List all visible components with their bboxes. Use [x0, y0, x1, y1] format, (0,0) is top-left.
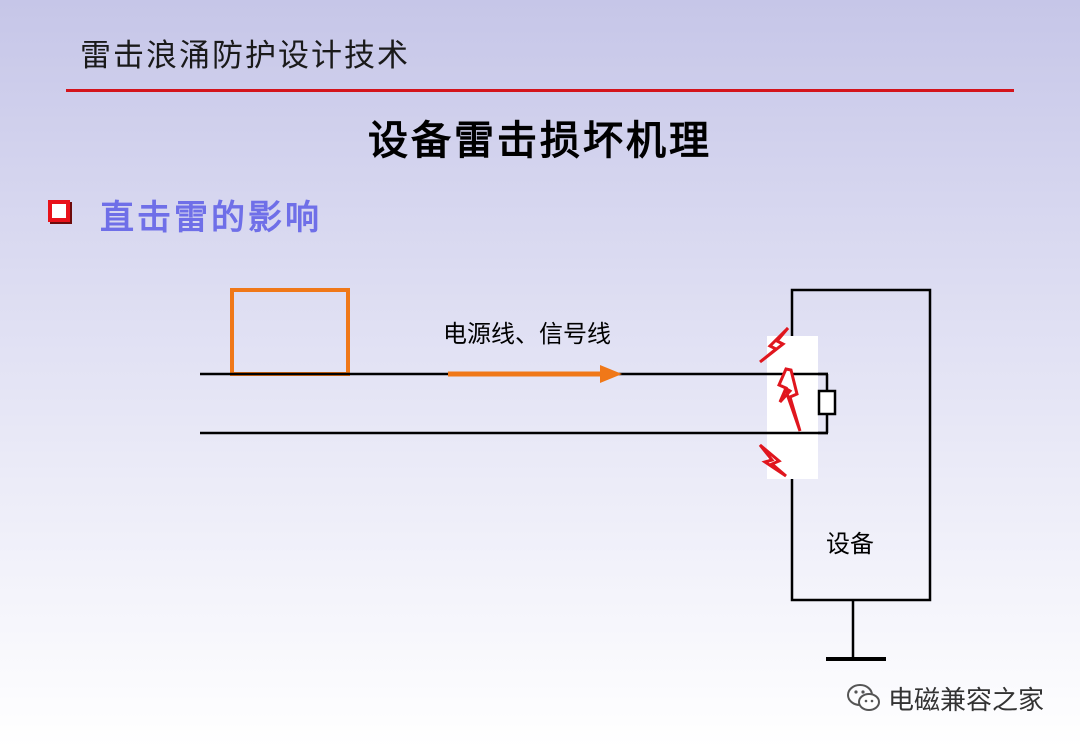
lightning-strike-box [230, 288, 350, 376]
power-signal-line-label: 电源线、信号线 [443, 320, 611, 348]
watermark: 电磁兼容之家 [844, 676, 1044, 720]
arrow-head-icon [600, 365, 622, 383]
header-title: 雷击浪涌防护设计技术 [80, 38, 410, 74]
checkbox-bullet-icon [48, 200, 70, 222]
watermark-text: 电磁兼容之家 [888, 685, 1045, 716]
section-heading: 直击雷的影响 [100, 198, 322, 238]
resistor-icon [817, 389, 837, 416]
wechat-icon [847, 684, 880, 711]
lightning-bolt-icon-3 [758, 443, 787, 478]
lightning-bolt-icon-2 [777, 367, 802, 432]
lightning-bolt-icon-1 [759, 326, 790, 364]
equipment-label: 设备 [826, 530, 874, 558]
header-divider [66, 89, 1014, 92]
slide-title: 设备雷击损坏机理 [368, 117, 712, 164]
